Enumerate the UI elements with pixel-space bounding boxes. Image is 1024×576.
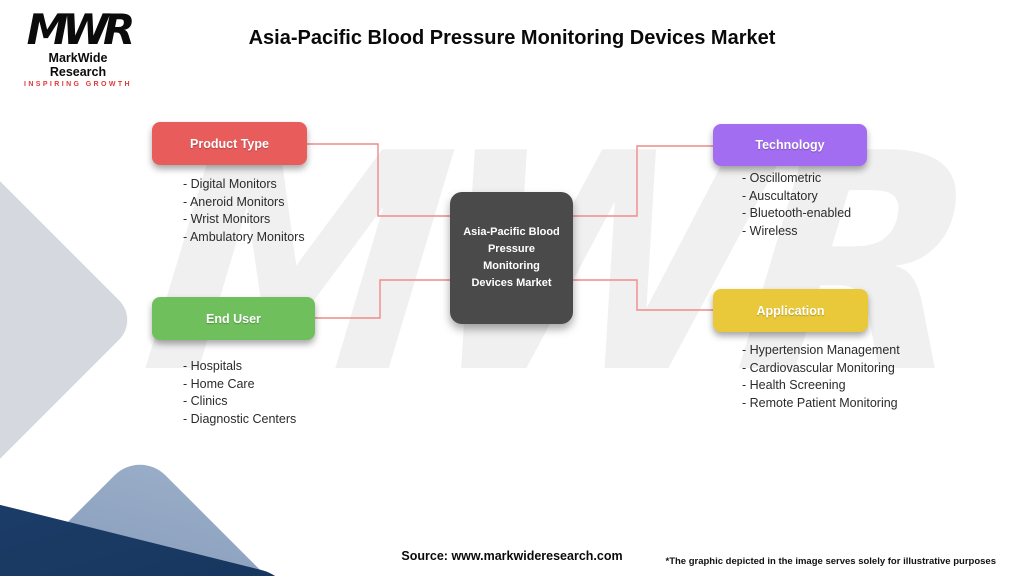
logo-tagline: INSPIRING GROWTH — [23, 80, 132, 88]
list-item: Oscillometric — [742, 170, 851, 188]
list-item: Wireless — [742, 223, 851, 241]
logo-name: MarkWide Research — [48, 50, 108, 79]
connector-product-type — [307, 143, 450, 217]
branch-list-end-user: Hospitals Home Care Clinics Diagnostic C… — [183, 358, 297, 429]
branch-list-application: Hypertension Management Cardiovascular M… — [742, 342, 900, 412]
branch-list-technology: Oscillometric Auscultatory Bluetooth-ena… — [742, 170, 851, 240]
branch-box-product-type: Product Type — [152, 122, 307, 165]
branch-box-application: Application — [713, 289, 868, 332]
connector-end-user — [315, 279, 450, 319]
list-item: Auscultatory — [742, 188, 851, 206]
logo-monogram: MWR — [26, 5, 136, 54]
disclaimer-text: *The graphic depicted in the image serve… — [665, 556, 997, 567]
list-item: Aneroid Monitors — [183, 194, 305, 212]
branch-list-product-type: Digital Monitors Aneroid Monitors Wrist … — [183, 176, 305, 246]
source-url: www.markwideresearch.com — [451, 549, 623, 563]
list-item: Remote Patient Monitoring — [742, 395, 900, 413]
branch-box-end-user: End User — [152, 297, 315, 340]
list-item: Home Care — [183, 376, 296, 394]
list-item: Wrist Monitors — [183, 211, 305, 229]
list-item: Cardiovascular Monitoring — [742, 360, 900, 378]
list-item: Hypertension Management — [742, 342, 900, 360]
page-title: Asia-Pacific Blood Pressure Monitoring D… — [248, 27, 776, 49]
connector-technology — [573, 145, 713, 217]
source-label: Source: — [401, 549, 448, 563]
connector-application — [573, 279, 713, 311]
list-item: Hospitals — [183, 358, 296, 376]
markwide-logo: MWR MarkWide Research INSPIRING GROWTH — [22, 5, 136, 88]
list-item: Digital Monitors — [183, 176, 305, 194]
list-item: Ambulatory Monitors — [183, 229, 305, 247]
list-item: Health Screening — [742, 377, 900, 395]
list-item: Diagnostic Centers — [183, 411, 297, 429]
center-node: Asia-Pacific Blood Pressure Monitoring D… — [450, 192, 573, 324]
list-item: Clinics — [183, 393, 296, 411]
source-text: Source: www.markwideresearch.com — [0, 549, 1024, 563]
decor-gray-diamond — [0, 136, 139, 504]
branch-box-technology: Technology — [713, 124, 867, 166]
list-item: Bluetooth-enabled — [742, 205, 851, 223]
